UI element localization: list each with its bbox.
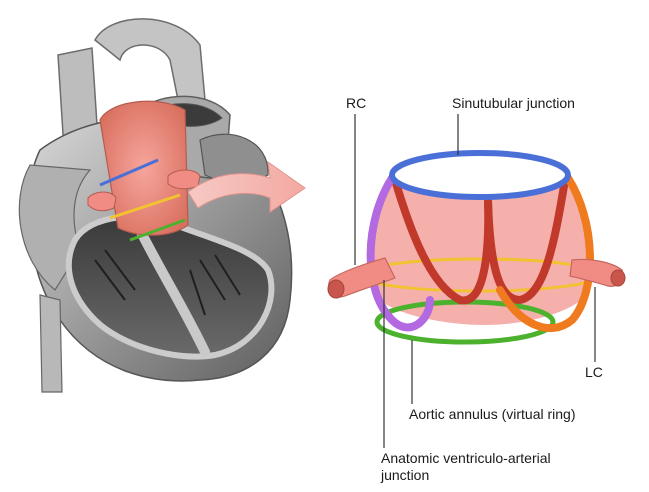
label-lc: LC bbox=[585, 364, 603, 380]
label-sinotubular-junction: Sinutubular junction bbox=[452, 95, 575, 111]
label-aortic-annulus: Aortic annulus (virtual ring) bbox=[409, 406, 576, 422]
right-coronary-ostium bbox=[327, 279, 345, 299]
left-coronary-ostium bbox=[610, 269, 626, 287]
heart-right-coronary bbox=[87, 191, 117, 212]
aortic-root-highlight bbox=[99, 100, 189, 236]
label-ventriculo-arterial-junction: Anatomic ventriculo-arterial junction bbox=[381, 450, 621, 484]
leaflet-orange bbox=[496, 174, 594, 332]
heart-illustration bbox=[18, 18, 293, 393]
interventricular-septum bbox=[135, 225, 210, 357]
leader-lines bbox=[354, 114, 596, 448]
zoom-arrow bbox=[187, 160, 306, 213]
label-vaj-line2: junction bbox=[381, 467, 430, 483]
heart-left-coronary bbox=[167, 169, 201, 190]
aortic-arch bbox=[94, 18, 206, 112]
label-vaj-line1: Anatomic ventriculo-arterial bbox=[381, 450, 551, 466]
aortic-root-schematic bbox=[327, 114, 626, 448]
label-rc: RC bbox=[346, 95, 367, 111]
descending-aorta bbox=[39, 294, 63, 393]
heart-ring-sinotubular bbox=[99, 158, 159, 187]
leaflet-purple bbox=[366, 174, 434, 332]
leaflet-red-right bbox=[484, 176, 569, 305]
sinotubular-ring bbox=[389, 150, 571, 200]
heart-ring-vaj bbox=[129, 218, 186, 242]
trabeculae bbox=[94, 249, 241, 316]
heart-ring-annulus bbox=[109, 193, 181, 220]
leaflet-red-left bbox=[391, 176, 493, 305]
